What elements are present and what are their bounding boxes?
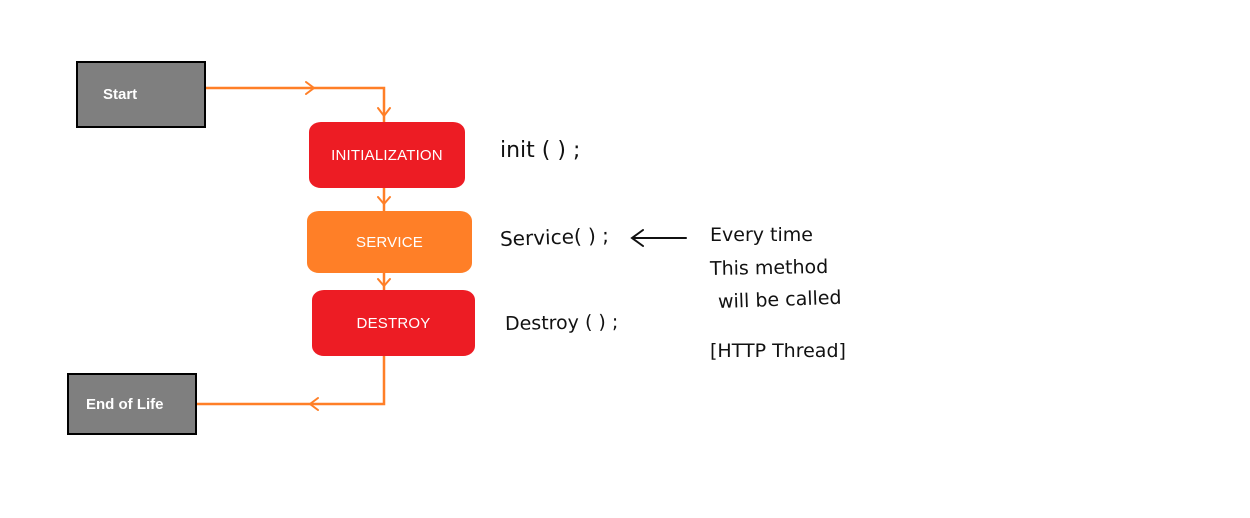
initialization-stage: INITIALIZATION <box>309 122 465 188</box>
arrowhead-left-icon <box>308 397 319 411</box>
handwritten-pointer-arrow <box>630 229 687 247</box>
start-node: Start <box>76 61 206 128</box>
destroy-label: DESTROY <box>356 314 431 332</box>
start-to-init-connector <box>205 86 386 122</box>
service-note-line-4: [HTTP Thread] <box>710 340 846 362</box>
connector-arrowheads <box>305 81 391 411</box>
service-note-line-3: will be called <box>717 286 842 313</box>
arrowhead-down-icon <box>377 278 391 288</box>
arrowhead-right-icon <box>305 81 316 95</box>
initialization-label: INITIALIZATION <box>331 146 443 164</box>
service-note-line-2: This method <box>709 255 829 280</box>
destroy-stage: DESTROY <box>312 290 475 356</box>
destroy-method-annotation: Destroy ( ) ; <box>504 311 619 335</box>
arrowhead-down-icon <box>377 196 391 206</box>
connector-lines <box>197 86 386 406</box>
arrowhead-left-icon <box>630 229 644 247</box>
destroy-to-end-connector <box>197 356 386 406</box>
start-label: Start <box>103 86 138 103</box>
service-label: SERVICE <box>356 233 423 251</box>
end-of-life-node: End of Life <box>67 373 197 435</box>
service-stage: SERVICE <box>307 211 472 273</box>
service-note-line-1: Every time <box>710 224 813 246</box>
arrowhead-down-icon <box>377 107 391 118</box>
init-method-annotation: init ( ) ; <box>500 138 581 163</box>
service-method-annotation: Service( ) ; <box>499 223 610 251</box>
end-of-life-label: End of Life <box>86 395 164 413</box>
